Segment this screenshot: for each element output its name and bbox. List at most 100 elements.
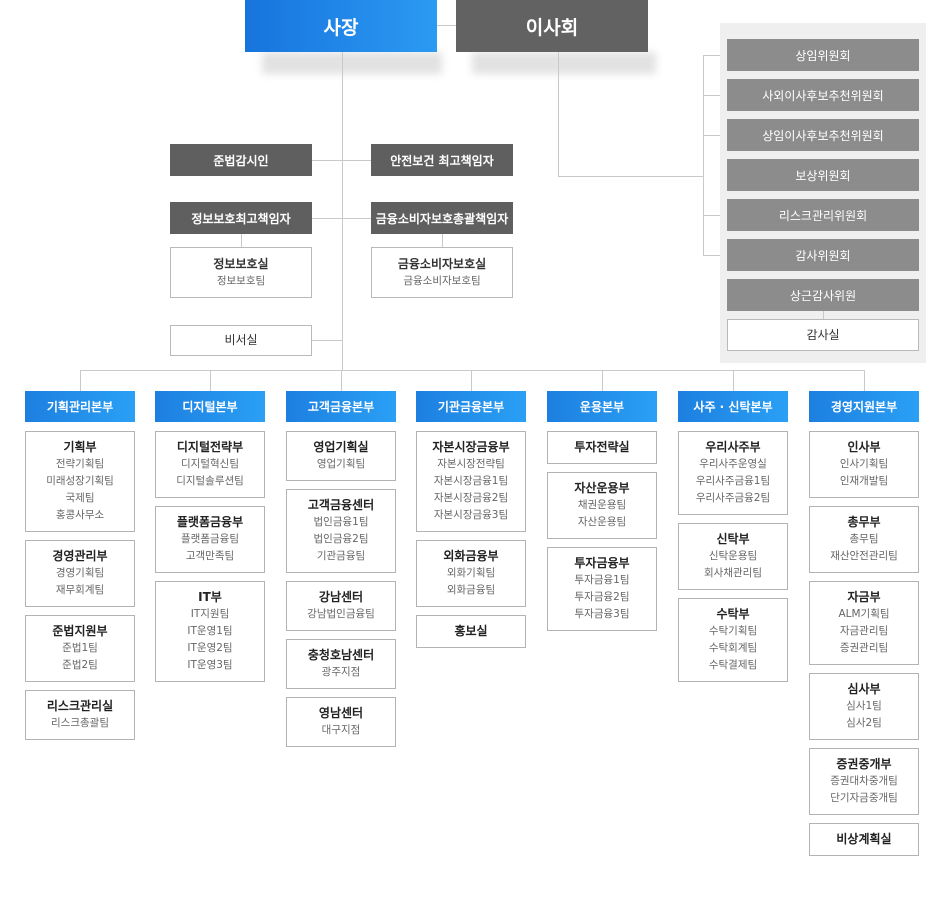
unit-title: 외화금융부 (443, 549, 499, 563)
committee-box: 사외이사후보추천위원회 (727, 79, 919, 111)
team-label: 재산안전관리팀 (830, 550, 898, 562)
unit-title: 투자금융부 (574, 556, 630, 570)
team-label: 자금관리팀 (839, 625, 889, 637)
connector-line (703, 55, 704, 256)
ciso-box: 정보보호최고책임자 (170, 202, 312, 234)
ceo-box: 사장 (245, 0, 437, 52)
team-label: 자본시장전략팀 (437, 458, 505, 470)
unit-title: IT부 (198, 590, 222, 604)
team-label: 심사1팀 (846, 700, 882, 712)
team-label: IT지원팀 (190, 608, 230, 620)
team-label: IT운영1팀 (187, 625, 233, 637)
team-label: 법인금융1팀 (313, 516, 369, 528)
connector-line (241, 234, 242, 247)
unit-title: 자산운용부 (574, 481, 630, 495)
secretariat-box: 비서실 (170, 325, 312, 356)
team-label: 대구지점 (321, 724, 361, 736)
team-label: 준법2팀 (62, 659, 98, 671)
safety-officer-box: 안전보건 최고책임자 (371, 144, 513, 176)
unit-title: 강남센터 (318, 590, 364, 604)
info-protection-office: 정보보호실 정보보호팀 (170, 247, 312, 298)
team-label: 수탁기획팀 (708, 625, 758, 637)
team-label: 외화기획팀 (446, 567, 496, 579)
connector-line (558, 176, 703, 177)
unit-title: 비상계획실 (836, 832, 892, 846)
office-title: 정보보호실 (213, 257, 269, 271)
team-label: 플랫폼금융팀 (181, 533, 239, 545)
team-label: 자산운용팀 (577, 516, 627, 528)
unit-title: 기획부 (63, 440, 97, 454)
unit-title: 증권중개부 (836, 757, 892, 771)
team-label: 홍콩사무소 (55, 509, 105, 521)
team-label: 자본시장금융3팀 (433, 509, 509, 521)
unit-title: 리스크관리실 (46, 699, 114, 713)
team-label: 준법1팀 (62, 642, 98, 654)
committee-box: 상임위원회 (727, 39, 919, 71)
unit-box: 비상계획실 (809, 823, 919, 856)
office-title: 금융소비자보호실 (397, 257, 487, 271)
ceo-shadow (262, 52, 442, 74)
audit-office-box: 감사실 (727, 319, 919, 351)
team-label: 디지털솔루션팀 (176, 475, 244, 487)
unit-title: 총무부 (847, 515, 881, 529)
team-label: 우리사주운영실 (699, 458, 767, 470)
team-label: 투자금융2팀 (574, 591, 630, 603)
connector-line (442, 234, 443, 247)
connector-line (703, 95, 727, 96)
committee-box: 보상위원회 (727, 159, 919, 191)
team-label: 증권관리팀 (839, 642, 889, 654)
team-label: 수탁결제팀 (708, 659, 758, 671)
connector-line (341, 370, 342, 391)
connector-line (312, 160, 371, 161)
unit-title: 홍보실 (454, 624, 488, 638)
team-label: 회사채관리팀 (704, 567, 762, 579)
unit-title: 디지털전략부 (176, 440, 244, 454)
unit-title: 충청호남센터 (307, 648, 375, 662)
team-label: 전략기획팀 (55, 458, 105, 470)
connector-line (558, 52, 559, 176)
board-shadow (472, 52, 656, 74)
committee-box: 감사위원회 (727, 239, 919, 271)
team-label: 신탁운용팀 (708, 550, 758, 562)
team-label: 재무회계팀 (55, 584, 105, 596)
unit-title: 자본시장금융부 (432, 440, 510, 454)
team-label: 인사기획팀 (839, 458, 889, 470)
team-label: 자본시장금융2팀 (433, 492, 509, 504)
team-label: 증권대차중개팀 (830, 775, 898, 787)
team-label: 디지털혁신팀 (181, 458, 239, 470)
division-header: 고객금융본부 (286, 391, 396, 422)
team-label: 외화금융팀 (446, 584, 496, 596)
connector-line (703, 215, 727, 216)
team-label: 미래성장기획팀 (46, 475, 114, 487)
committee-box: 상임이사후보추천위원회 (727, 119, 919, 151)
committee-box: 리스크관리위원회 (727, 199, 919, 231)
unit-title: 인사부 (847, 440, 881, 454)
connector-line (602, 370, 603, 391)
team-label: 투자금융1팀 (574, 574, 630, 586)
team-label: 기관금융팀 (316, 550, 366, 562)
consumer-protection-office: 금융소비자보호실 금융소비자보호팀 (371, 247, 513, 298)
team-label: 채권운용팀 (577, 499, 627, 511)
consumer-officer-box: 금융소비자보호총괄책임자 (371, 202, 513, 234)
team-label: 강남법인금융팀 (307, 608, 375, 620)
